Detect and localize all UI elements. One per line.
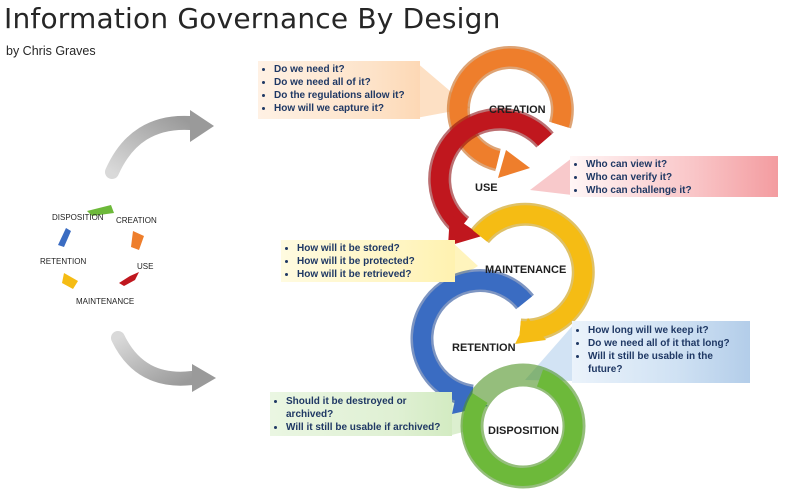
use-ring	[428, 107, 554, 246]
small-label-retention: RETENTION	[40, 257, 87, 266]
use-callout: Who can view it? Who can verify it? Who …	[570, 156, 778, 197]
page-title: Information Governance By Design	[4, 2, 501, 35]
stage-label-retention: RETENTION	[452, 342, 516, 354]
creation-question: Do the regulations allow it?	[274, 89, 420, 102]
small-label-disposition: DISPOSITION	[52, 213, 104, 222]
small-label-creation: CREATION	[116, 216, 157, 225]
maintenance-question: How will it be stored?	[297, 242, 455, 255]
retention-question: Do we need all of it that long?	[588, 337, 750, 350]
small-retention-arrow	[58, 228, 71, 247]
creation-callout: Do we need it? Do we need all of it? Do …	[258, 61, 420, 119]
maintenance-callout: How will it be stored? How will it be pr…	[281, 240, 455, 282]
stage-label-use: USE	[475, 182, 498, 194]
small-use-arrow	[119, 272, 139, 286]
creation-question: Do we need all of it?	[274, 76, 420, 89]
maintenance-ring	[471, 202, 595, 344]
small-label-maintenance: MAINTENANCE	[76, 297, 135, 306]
retention-question: Will it still be usable in the future?	[588, 350, 750, 376]
use-question: Who can view it?	[586, 158, 778, 171]
stage-label-creation: CREATION	[489, 104, 546, 116]
creation-question: Do we need it?	[274, 63, 420, 76]
use-callout-pointer	[530, 158, 572, 195]
maintenance-question: How will it be protected?	[297, 255, 455, 268]
small-creation-arrow	[131, 231, 144, 250]
use-question: Who can challenge it?	[586, 184, 778, 197]
maintenance-callout-pointer	[452, 242, 478, 282]
disposition-question: Will it still be usable if archived?	[286, 421, 452, 434]
gray-arrow-bottom	[111, 331, 216, 392]
retention-callout: How long will we keep it? Do we need all…	[572, 321, 750, 383]
creation-question: How will we capture it?	[274, 102, 420, 115]
small-label-use: USE	[137, 262, 154, 271]
disposition-question: Should it be destroyed or archived?	[286, 395, 452, 421]
maintenance-question: How will it be retrieved?	[297, 268, 455, 281]
stage-label-disposition: DISPOSITION	[488, 425, 559, 437]
byline: by Chris Graves	[6, 44, 96, 58]
stage-label-maintenance: MAINTENANCE	[485, 264, 567, 276]
small-maintenance-arrow	[62, 273, 78, 289]
gray-arrow-top	[105, 110, 214, 179]
use-question: Who can verify it?	[586, 171, 778, 184]
retention-question: How long will we keep it?	[588, 324, 750, 337]
disposition-callout: Should it be destroyed or archived? Will…	[270, 392, 452, 436]
small-cycle	[58, 205, 144, 289]
small-disposition-arrow	[87, 205, 114, 216]
disposition-ring	[460, 363, 586, 489]
